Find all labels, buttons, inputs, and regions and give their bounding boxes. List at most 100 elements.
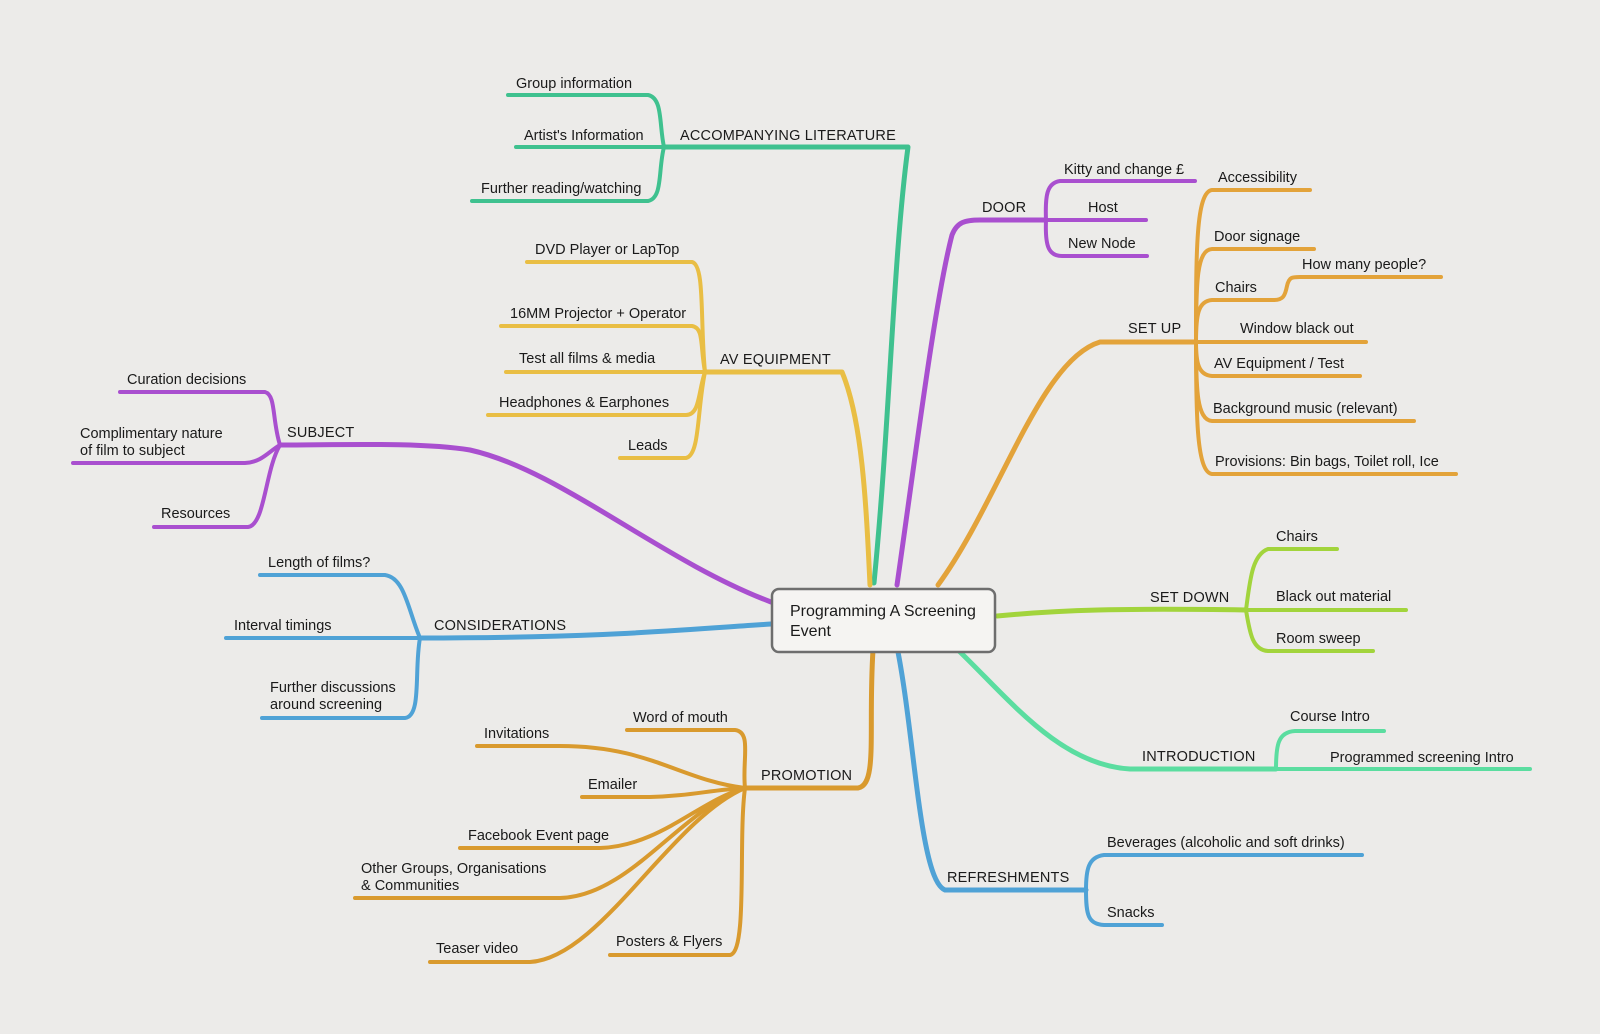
connector-curation-decisions	[118, 390, 282, 447]
connector-set-down	[994, 606, 1249, 619]
branch-refreshments: REFRESHMENTS Beverages (alcoholic and so…	[895, 649, 1364, 927]
connector-course-intro	[1274, 729, 1386, 771]
node-artists-information: Artist's Information	[524, 128, 644, 144]
node-how-many-people: How many people?	[1302, 257, 1426, 273]
node-av-equipment-test: AV Equipment / Test	[1214, 356, 1344, 372]
connector-subject	[277, 441, 774, 605]
connector-refreshments	[895, 649, 1089, 893]
branch-set-up: SET UP Accessibility Door signage Chairs…	[935, 170, 1458, 588]
node-room-sweep: Room sweep	[1276, 631, 1361, 647]
connector-kitty	[1043, 179, 1197, 222]
branch-promotion: PROMOTION Word of mouth Invitations Emai…	[353, 647, 876, 964]
connector-group-information	[506, 93, 666, 149]
node-other-groups-line2: & Communities	[361, 878, 459, 894]
connector-promotion	[742, 647, 876, 791]
connector-chairs-setdown	[1244, 547, 1339, 612]
node-further-reading: Further reading/watching	[481, 181, 641, 197]
branch-av-equipment: AV EQUIPMENT DVD Player or LapTop 16MM P…	[486, 242, 873, 588]
connector-emailer	[580, 786, 747, 799]
connector-room-sweep	[1244, 608, 1375, 653]
connector-further-reading	[470, 145, 666, 203]
node-further-discussions-line1: Further discussions	[270, 680, 396, 696]
node-headphones: Headphones & Earphones	[499, 395, 669, 411]
connector-invitations	[475, 744, 747, 790]
connector-teaser-video	[428, 786, 747, 964]
node-group-information: Group information	[516, 76, 632, 92]
connector-provisions	[1194, 340, 1458, 476]
node-course-intro: Course Intro	[1290, 709, 1370, 725]
node-16mm-projector: 16MM Projector + Operator	[510, 306, 686, 322]
central-node-title-line2: Event	[790, 623, 831, 640]
branch-label-set-down: SET DOWN	[1150, 590, 1229, 606]
node-length-of-films: Length of films?	[268, 555, 370, 571]
branch-label-av-equipment: AV EQUIPMENT	[720, 352, 831, 368]
connector-16mm-projector	[499, 324, 707, 374]
node-interval-timings: Interval timings	[234, 618, 332, 634]
connector-considerations	[417, 621, 774, 641]
connector-posters	[608, 786, 747, 957]
connector-length-of-films	[258, 573, 422, 640]
branch-label-introduction: INTRODUCTION	[1142, 749, 1256, 765]
node-kitty: Kitty and change £	[1064, 162, 1184, 178]
connector-accessibility	[1194, 188, 1312, 344]
connector-av-equipment	[702, 369, 873, 588]
node-chairs-setup: Chairs	[1215, 280, 1257, 296]
node-posters: Posters & Flyers	[616, 934, 722, 950]
node-dvd-player: DVD Player or LapTop	[535, 242, 679, 258]
node-host: Host	[1088, 200, 1118, 216]
branch-label-subject: SUBJECT	[287, 425, 354, 441]
connector-how-many-people	[1272, 275, 1443, 302]
branch-label-accompanying-literature: ACCOMPANYING LITERATURE	[680, 128, 896, 144]
connector-complimentary	[71, 443, 282, 465]
connector-resources	[152, 443, 282, 529]
branch-accompanying-literature: ACCOMPANYING LITERATURE Group informatio…	[470, 76, 911, 586]
connector-accompanying-literature	[661, 144, 911, 586]
node-teaser-video: Teaser video	[436, 941, 518, 957]
branch-label-considerations: CONSIDERATIONS	[434, 618, 566, 634]
branch-set-down: SET DOWN Chairs Black out material Room …	[994, 529, 1408, 653]
node-curation-decisions: Curation decisions	[127, 372, 246, 388]
branch-label-door: DOOR	[982, 200, 1026, 216]
node-other-groups-line1: Other Groups, Organisations	[361, 861, 546, 877]
node-word-of-mouth: Word of mouth	[633, 710, 728, 726]
connector-chairs	[1194, 298, 1276, 344]
node-chairs-setdown: Chairs	[1276, 529, 1318, 545]
branch-label-promotion: PROMOTION	[761, 768, 852, 784]
connector-other-groups	[353, 786, 747, 900]
node-resources: Resources	[161, 506, 230, 522]
node-invitations: Invitations	[484, 726, 549, 742]
node-test-films: Test all films & media	[519, 351, 656, 367]
node-complimentary-line2: of film to subject	[80, 443, 185, 459]
connector-introduction	[955, 647, 1279, 772]
connector-word-of-mouth	[625, 728, 748, 790]
branch-considerations: CONSIDERATIONS Length of films? Interval…	[224, 555, 774, 720]
node-snacks: Snacks	[1107, 905, 1155, 921]
branch-label-set-up: SET UP	[1128, 321, 1181, 337]
branch-introduction: INTRODUCTION Course Intro Programmed scr…	[955, 647, 1532, 772]
connector-door	[894, 217, 1049, 588]
node-provisions: Provisions: Bin bags, Toilet roll, Ice	[1215, 454, 1439, 470]
connector-further-discussions	[260, 636, 422, 720]
connector-snacks	[1084, 888, 1164, 927]
node-further-discussions-line2: around screening	[270, 697, 382, 713]
node-beverages: Beverages (alcoholic and soft drinks)	[1107, 835, 1345, 851]
node-new-node: New Node	[1068, 236, 1136, 252]
node-black-out-material: Black out material	[1276, 589, 1391, 605]
central-node-title-line1: Programming A Screening	[790, 603, 976, 620]
node-leads: Leads	[628, 438, 668, 454]
connector-set-up	[935, 339, 1199, 588]
connector-leads	[618, 370, 707, 460]
node-accessibility: Accessibility	[1218, 170, 1298, 186]
node-background-music: Background music (relevant)	[1213, 401, 1398, 417]
node-door-signage: Door signage	[1214, 229, 1300, 245]
node-complimentary-line1: Complimentary nature	[80, 426, 223, 442]
branch-label-refreshments: REFRESHMENTS	[947, 870, 1069, 886]
node-window-black-out: Window black out	[1240, 321, 1354, 337]
central-node: Programming A Screening Event	[770, 587, 997, 654]
node-emailer: Emailer	[588, 777, 637, 793]
node-facebook: Facebook Event page	[468, 828, 609, 844]
central-node-box	[770, 587, 997, 654]
connector-new-node	[1043, 218, 1149, 258]
branch-door: DOOR Kitty and change £ Host New Node	[894, 162, 1197, 588]
